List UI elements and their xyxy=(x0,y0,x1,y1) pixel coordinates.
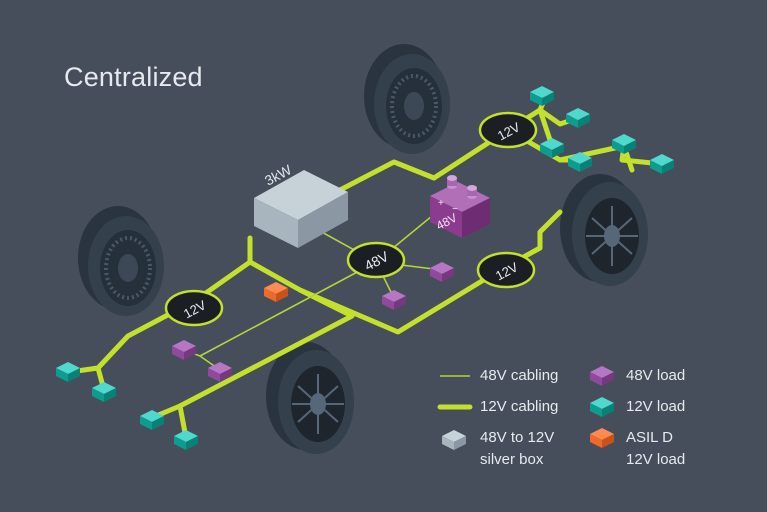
diagram-title: Centralized xyxy=(64,62,203,92)
legend-12v-load-icon xyxy=(590,397,614,417)
load-48v xyxy=(430,262,454,282)
load-12v xyxy=(612,134,636,154)
load-12v xyxy=(174,430,198,450)
legend-48v-cabling-label: 48V cabling xyxy=(480,367,559,384)
wheel-rear-left xyxy=(78,206,164,316)
load-12v xyxy=(568,152,592,172)
legend-silver-box-icon xyxy=(442,430,466,450)
load-asil-d xyxy=(264,282,288,302)
battery-48v: + − 48V xyxy=(430,175,490,238)
load-12v xyxy=(530,86,554,106)
load-12v xyxy=(540,138,564,158)
load-12v xyxy=(56,362,80,382)
wheel-front-left xyxy=(266,342,354,454)
load-48v xyxy=(172,340,196,360)
load-48v xyxy=(208,362,232,382)
legend-silver-box-label-line2: silver box xyxy=(480,451,544,468)
load-12v xyxy=(566,108,590,128)
load-12v xyxy=(650,154,674,174)
legend-symbols xyxy=(437,366,614,450)
loads-48v xyxy=(172,262,454,382)
battery-minus-sign: − xyxy=(452,204,458,215)
legend-48v-load-icon xyxy=(590,366,614,386)
wheel-front-right xyxy=(560,174,648,286)
load-12v xyxy=(92,382,116,402)
hub-12v-top: 12V xyxy=(478,111,538,149)
load-12v xyxy=(140,410,164,430)
hub-12v-right: 12V xyxy=(476,251,536,289)
load-48v xyxy=(382,290,406,310)
silver-box-3kw: 3kW xyxy=(254,161,348,248)
legend-asil-d-icon xyxy=(590,428,614,448)
legend-silver-box-label-line1: 48V to 12V xyxy=(480,429,555,446)
loads-12v xyxy=(56,86,674,450)
cabling-12v xyxy=(67,93,665,441)
legend-12v-load-label: 12V load xyxy=(626,398,686,415)
legend-12v-cabling-label: 12V cabling xyxy=(480,398,559,415)
hub-12v-left: 12V xyxy=(164,289,224,327)
wheel-rear-right xyxy=(364,44,450,154)
legend-48v-load-label: 48V load xyxy=(626,367,686,384)
hub-48v: 48V xyxy=(346,241,406,279)
legend-asil-d-label-line1: ASIL D xyxy=(626,429,673,446)
battery-plus-sign: + xyxy=(438,198,444,209)
legend-asil-d-label-line2: 12V load xyxy=(626,451,686,468)
